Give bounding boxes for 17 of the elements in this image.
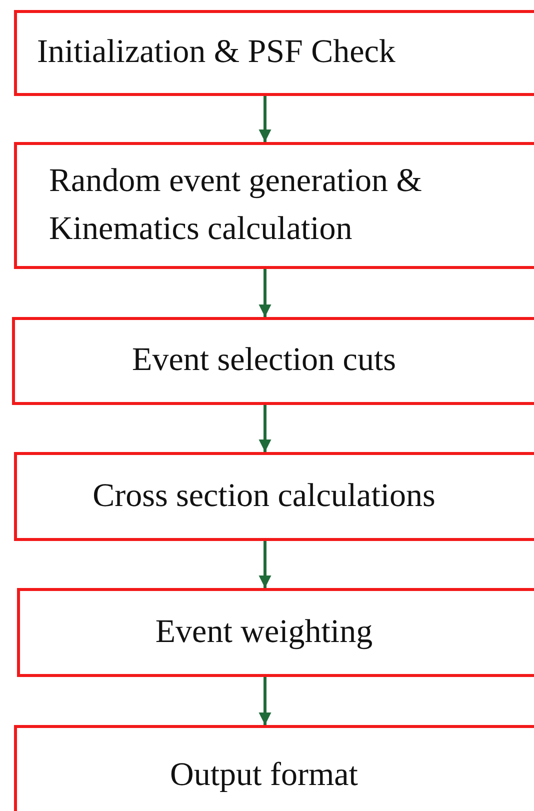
step-label: Initialization & PSF Check [37, 33, 396, 72]
arrow [258, 677, 272, 725]
step-label: Cross section calculations [92, 476, 436, 516]
process-box [14, 452, 534, 541]
step-label: Random event generation & Kinematics calculation [49, 162, 423, 248]
process-box [14, 142, 534, 269]
step-label: Event selection cuts [132, 341, 396, 380]
process-box [14, 725, 534, 811]
process-box [17, 588, 534, 677]
process-box [12, 317, 534, 405]
arrow [258, 96, 272, 142]
arrow [258, 269, 272, 317]
step-label: Output format [170, 756, 358, 795]
step-label: Event weighting [155, 612, 373, 652]
process-box [14, 10, 534, 96]
arrow [258, 541, 272, 588]
arrow [258, 405, 272, 452]
